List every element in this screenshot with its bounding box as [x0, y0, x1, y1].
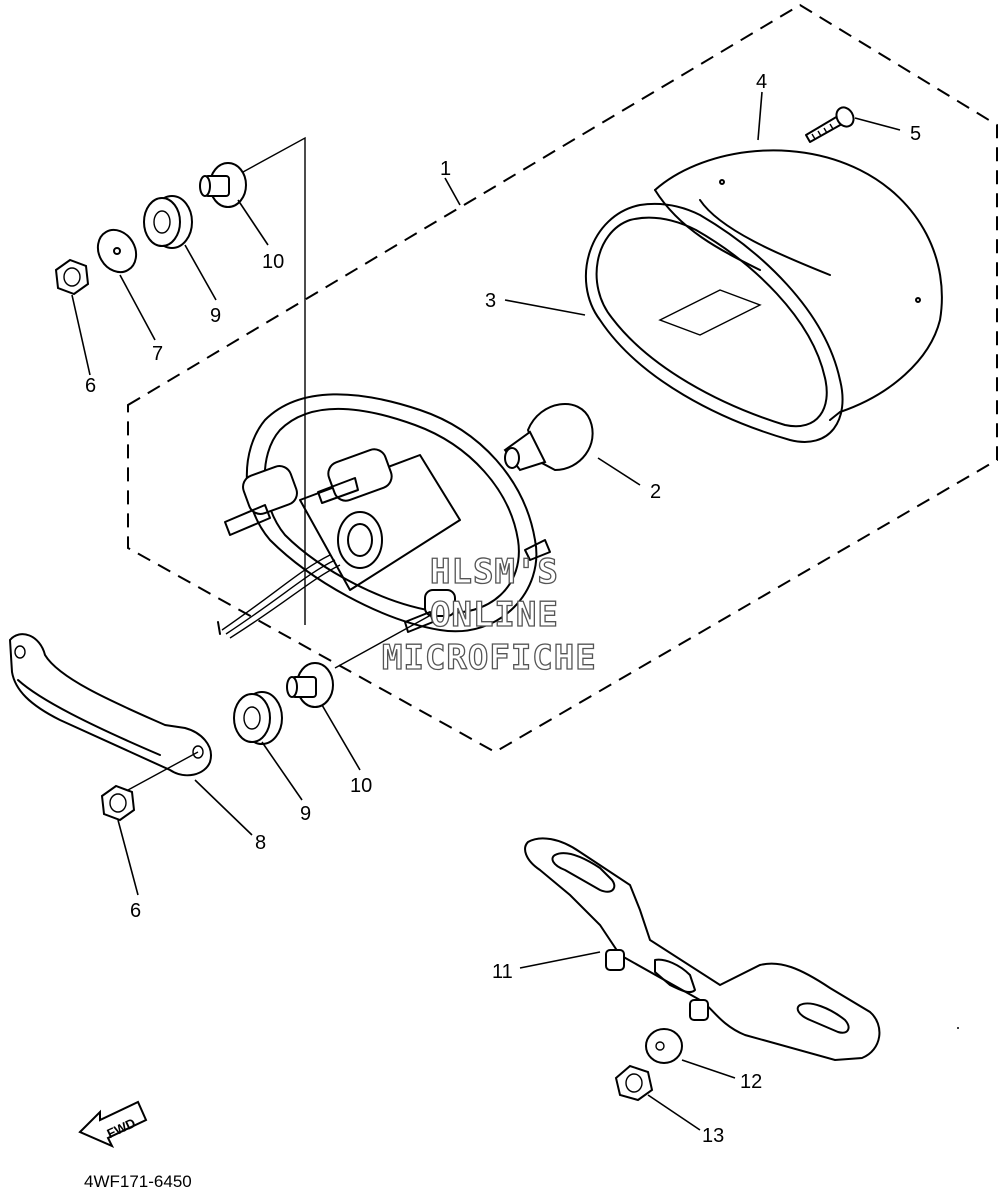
part-10-collar-upper[interactable]: [199, 162, 247, 208]
callout-6-upper: 6: [85, 375, 96, 397]
part-13-nut[interactable]: [614, 1064, 654, 1102]
alignment-line-lower: [334, 609, 441, 669]
callout-3: 3: [485, 290, 496, 312]
part-2-bulb[interactable]: [503, 403, 594, 472]
callout-13: 13: [702, 1125, 724, 1147]
part-9-grommet-upper[interactable]: [143, 195, 193, 249]
callout-12: 12: [740, 1071, 762, 1093]
watermark: HLSM'S ONLINE MICROFICHE: [381, 551, 597, 678]
part-4-lens-housing[interactable]: [654, 149, 943, 421]
part-10-collar-lower[interactable]: [286, 662, 334, 708]
diagram-code: 4WF171-6450: [84, 1172, 192, 1191]
callout-4: 4: [756, 71, 767, 93]
assembly-1-outline: [127, 3, 998, 754]
leader-lines: [71, 91, 901, 1131]
part-6-nut-upper[interactable]: [54, 258, 90, 296]
callout-2: 2: [650, 481, 661, 503]
callout-1: 1: [440, 158, 451, 180]
part-5-screw[interactable]: [805, 104, 857, 143]
part-6-nut-lower[interactable]: [100, 784, 136, 822]
part-8-stay[interactable]: [8, 633, 212, 777]
alignment-line-stay: [127, 751, 199, 791]
part-7-washer[interactable]: [90, 223, 143, 279]
part-12-washer[interactable]: [645, 1028, 683, 1064]
callout-8: 8: [255, 832, 266, 854]
watermark-line-2: ONLINE: [430, 595, 559, 635]
callout-9-upper: 9: [210, 305, 221, 327]
callout-6-lower: 6: [130, 900, 141, 922]
stray-dot: [957, 1027, 959, 1029]
callout-11: 11: [492, 961, 513, 983]
callout-10-upper: 10: [262, 251, 284, 273]
part-11-license-bracket[interactable]: [524, 837, 881, 1062]
part-3-lens-rim[interactable]: [584, 202, 844, 443]
callout-7: 7: [152, 343, 163, 365]
callout-10-lower: 10: [350, 775, 372, 797]
watermark-line-3: MICROFICHE: [382, 638, 597, 678]
callout-5: 5: [910, 123, 921, 145]
part-9-grommet-lower[interactable]: [233, 691, 283, 745]
fwd-arrow-icon: FWD: [78, 1100, 148, 1149]
alignment-line-upper: [242, 136, 306, 625]
watermark-line-1: HLSM'S: [430, 552, 559, 592]
part-1-taillight-base[interactable]: [217, 393, 551, 639]
callout-9-lower: 9: [300, 803, 311, 825]
